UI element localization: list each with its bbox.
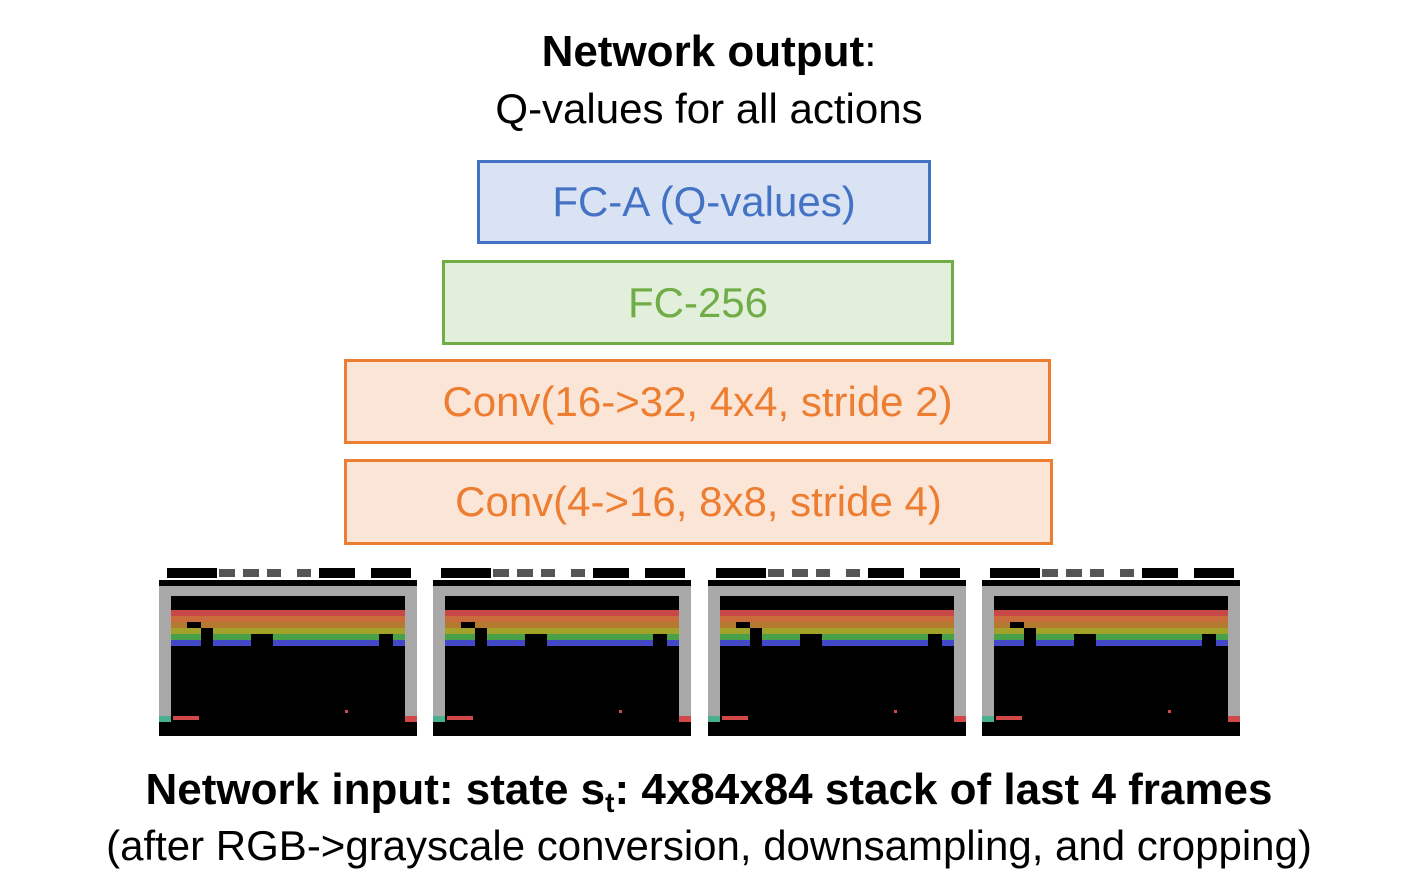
- game-frame-3: [708, 566, 966, 736]
- network-input-title: Network input: state st: 4x84x84 stack o…: [0, 764, 1418, 818]
- network-output-label: Network output: [541, 27, 865, 76]
- state-subscript: t: [605, 787, 615, 818]
- network-output-colon: :: [864, 27, 877, 76]
- network-output-subtitle: Q-values for all actions: [495, 85, 923, 132]
- network-input-desc: : 4x84x84 stack of last 4 frames: [614, 765, 1273, 814]
- network-input-label: Network input: state s: [145, 765, 606, 814]
- game-frame-4: [982, 566, 1240, 736]
- layer-conv1: Conv(4->16, 8x8, stride 4): [344, 459, 1053, 545]
- network-output-title: Network output:: [0, 26, 1418, 78]
- layer-fc-a: FC-A (Q-values): [477, 160, 931, 244]
- network-input-subtitle: (after RGB->grayscale conversion, downsa…: [106, 822, 1312, 869]
- game-frame-2: [433, 566, 691, 736]
- game-frame-1: [159, 566, 417, 736]
- layer-conv2: Conv(16->32, 4x4, stride 2): [344, 359, 1051, 444]
- layer-fc-256: FC-256: [442, 260, 954, 345]
